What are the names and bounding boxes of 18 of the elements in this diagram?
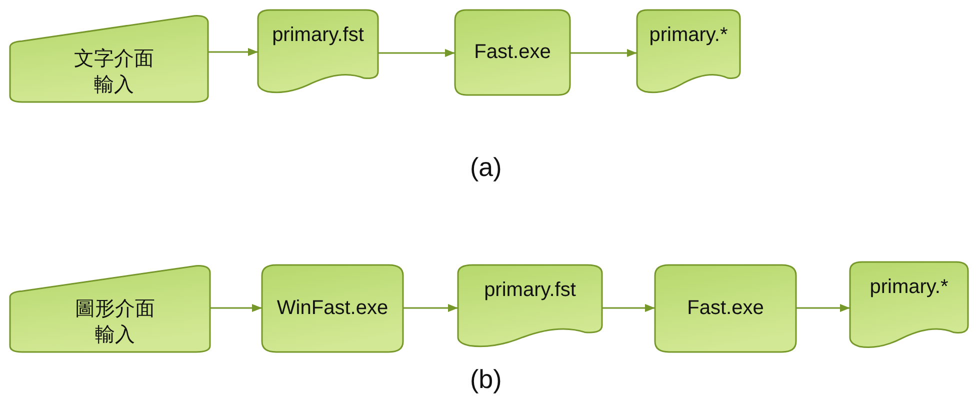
arrow xyxy=(210,304,262,312)
manual-input-shape: 文字介面輸入 xyxy=(10,15,208,102)
panel-label: (b) xyxy=(470,364,502,395)
process-box: Fast.exe xyxy=(455,10,570,95)
document-shape: primary.fst xyxy=(258,10,378,95)
document-shape: primary.* xyxy=(637,10,740,95)
arrow xyxy=(602,304,655,312)
process-box: WinFast.exe xyxy=(262,265,403,352)
manual-input-shape: 圖形介面輸入 xyxy=(10,265,210,352)
process-box: Fast.exe xyxy=(655,265,796,352)
arrow xyxy=(403,304,458,312)
arrow xyxy=(796,304,850,312)
arrow xyxy=(208,48,258,56)
document-shape: primary.* xyxy=(850,262,968,350)
document-shape: primary.fst xyxy=(458,265,602,349)
panel-label: (a) xyxy=(470,152,502,183)
arrow xyxy=(570,49,637,57)
arrow xyxy=(378,49,455,57)
